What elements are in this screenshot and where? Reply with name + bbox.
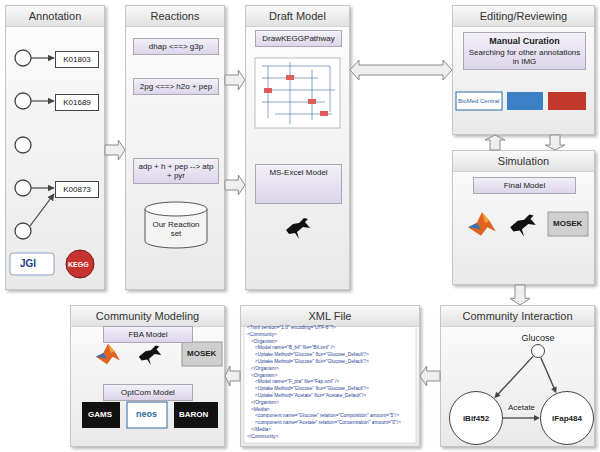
xml-line: </Media>: [251, 428, 271, 433]
node-text: K01803: [60, 55, 94, 64]
node-text: dhap <==> g3p: [138, 42, 214, 51]
panel-heading: Draft Model: [246, 6, 349, 27]
logo-text: neos: [136, 410, 157, 419]
organism-circle: iBif452: [449, 391, 503, 445]
flow-arrow: [510, 285, 530, 305]
panel-heading: Community Interaction: [441, 306, 594, 327]
logo-text: MOSEK: [553, 220, 582, 228]
stage-panel: Editing/ReviewingManual CurationSearchin…: [452, 5, 595, 135]
node-text: K00873: [60, 185, 94, 194]
logo-text: MOSEK: [187, 350, 216, 358]
stage-panel: Community InteractionGlucose iBif452 iFap4…: [440, 305, 595, 447]
flow-arrow: [420, 366, 440, 386]
process-box: Final Model: [473, 177, 576, 194]
logo-text: BARON: [179, 411, 208, 419]
arrow-head: [534, 415, 540, 421]
panel-heading: Editing/Reviewing: [453, 6, 594, 27]
connector-line: [503, 417, 535, 418]
process-box: 2pg <==> h2o + pep: [133, 78, 219, 95]
connector: [541, 357, 557, 393]
organism-circle: iFap484: [540, 391, 594, 445]
xml-line: <component name="Acetate" relation="Conc…: [255, 421, 401, 426]
ko-box: K01803: [55, 51, 99, 68]
xml-line: <?xml version="1.0" encoding="UTF-8"?>: [247, 326, 336, 331]
xml-line: </Community>: [247, 435, 278, 440]
node-text: DrawKEGGPathway: [260, 34, 337, 43]
flow-arrow: [485, 135, 505, 150]
connector: [503, 415, 540, 421]
connector: [494, 356, 533, 398]
node-text: 2pg <==> h2o + pep: [138, 82, 214, 91]
process-box: adp + h + pep --> atp + pyr: [133, 158, 219, 184]
node-text: K01689: [60, 98, 94, 107]
arrow-head: [551, 387, 557, 394]
xml-line: <Uptake Method="Glucose" flux="Glucose_D…: [255, 387, 369, 392]
xml-line: <Uptake Method="Acetate" flux="Acetate_D…: [255, 394, 366, 399]
process-box: FBA Model: [103, 326, 193, 343]
node-text: Manual Curation: [468, 36, 581, 46]
node-text: OptCom Model: [108, 388, 188, 397]
node-text: iBif452: [463, 414, 489, 423]
xml-line: <Media>: [251, 408, 270, 413]
panel-heading: Simulation: [453, 151, 594, 172]
cylinder-top: [145, 202, 207, 216]
xml-line: <Uptake Method="Glucose" flux="Glucose_D…: [255, 353, 369, 358]
process-box: Manual CurationSearching for other annot…: [463, 32, 586, 70]
flow-arrow: [225, 366, 240, 386]
flow-arrow: [350, 60, 452, 80]
panel-heading: Community Modeling: [71, 306, 224, 327]
database-cylinder: Our Reaction set: [144, 201, 208, 249]
panel-heading: XML File: [241, 306, 419, 327]
metabolite-label: Glucose: [521, 333, 554, 343]
xml-line: <Organism>: [251, 340, 277, 345]
panel-heading: Annotation: [6, 6, 104, 27]
xml-line: <Uptake Method="Glucose" flux="Glucose_D…: [255, 360, 369, 365]
process-box: OptCom Model: [103, 384, 193, 401]
logo-text: BioMed Central: [458, 98, 499, 104]
process-box: DrawKEGGPathway: [255, 30, 342, 47]
process-box: dhap <==> g3p: [133, 38, 219, 55]
flow-arrow: [225, 70, 245, 90]
ko-box: K01689: [55, 94, 99, 111]
flow-arrow: [105, 140, 125, 160]
xml-line: <Organism>: [251, 374, 277, 379]
stage-panel: Draft ModelDrawKEGGPathwayMS-Excel Model: [245, 5, 350, 290]
node-text: adp + h + pep --> atp + pyr: [138, 162, 214, 180]
flow-arrow: [545, 135, 565, 150]
metabolite-circle: Glucose: [531, 344, 545, 358]
arrow-head: [494, 392, 500, 398]
logo-text: GAMS: [88, 411, 112, 419]
node-text: iFap484: [552, 414, 582, 423]
node-text: MS-Excel Model: [260, 168, 337, 177]
node-text: Searching for other annotations in IMG: [468, 48, 581, 66]
panel-heading: Reactions: [126, 6, 224, 27]
edge-label: Acetate: [507, 404, 536, 412]
node-text: Final Model: [478, 181, 571, 190]
node-text: Our Reaction set: [148, 220, 204, 238]
xml-line: <component name="Glucose" relation="Comp…: [255, 414, 399, 419]
xml-line: </Organism>: [251, 401, 279, 406]
logo-text: JGI: [20, 259, 36, 269]
connector-line: [541, 357, 555, 388]
process-box: MS-Excel Model: [255, 164, 342, 204]
stage-panel: Reactions dhap <==> g3p 2pg <==> h2o + pep…: [125, 5, 225, 290]
node-text: FBA Model: [108, 330, 188, 339]
logo-text: KEGG: [68, 261, 89, 268]
xml-line: </Organism>: [251, 367, 279, 372]
xml-line: <Community>: [247, 333, 277, 338]
connector-line: [498, 356, 534, 394]
xml-line: <Model name="B_bif" file="Bif.xml" />: [255, 346, 335, 351]
ko-box: K00873: [55, 181, 99, 198]
flow-arrow: [225, 175, 245, 195]
xml-line: <Model name="F_pra" file="Fap.xml" />: [255, 380, 339, 385]
